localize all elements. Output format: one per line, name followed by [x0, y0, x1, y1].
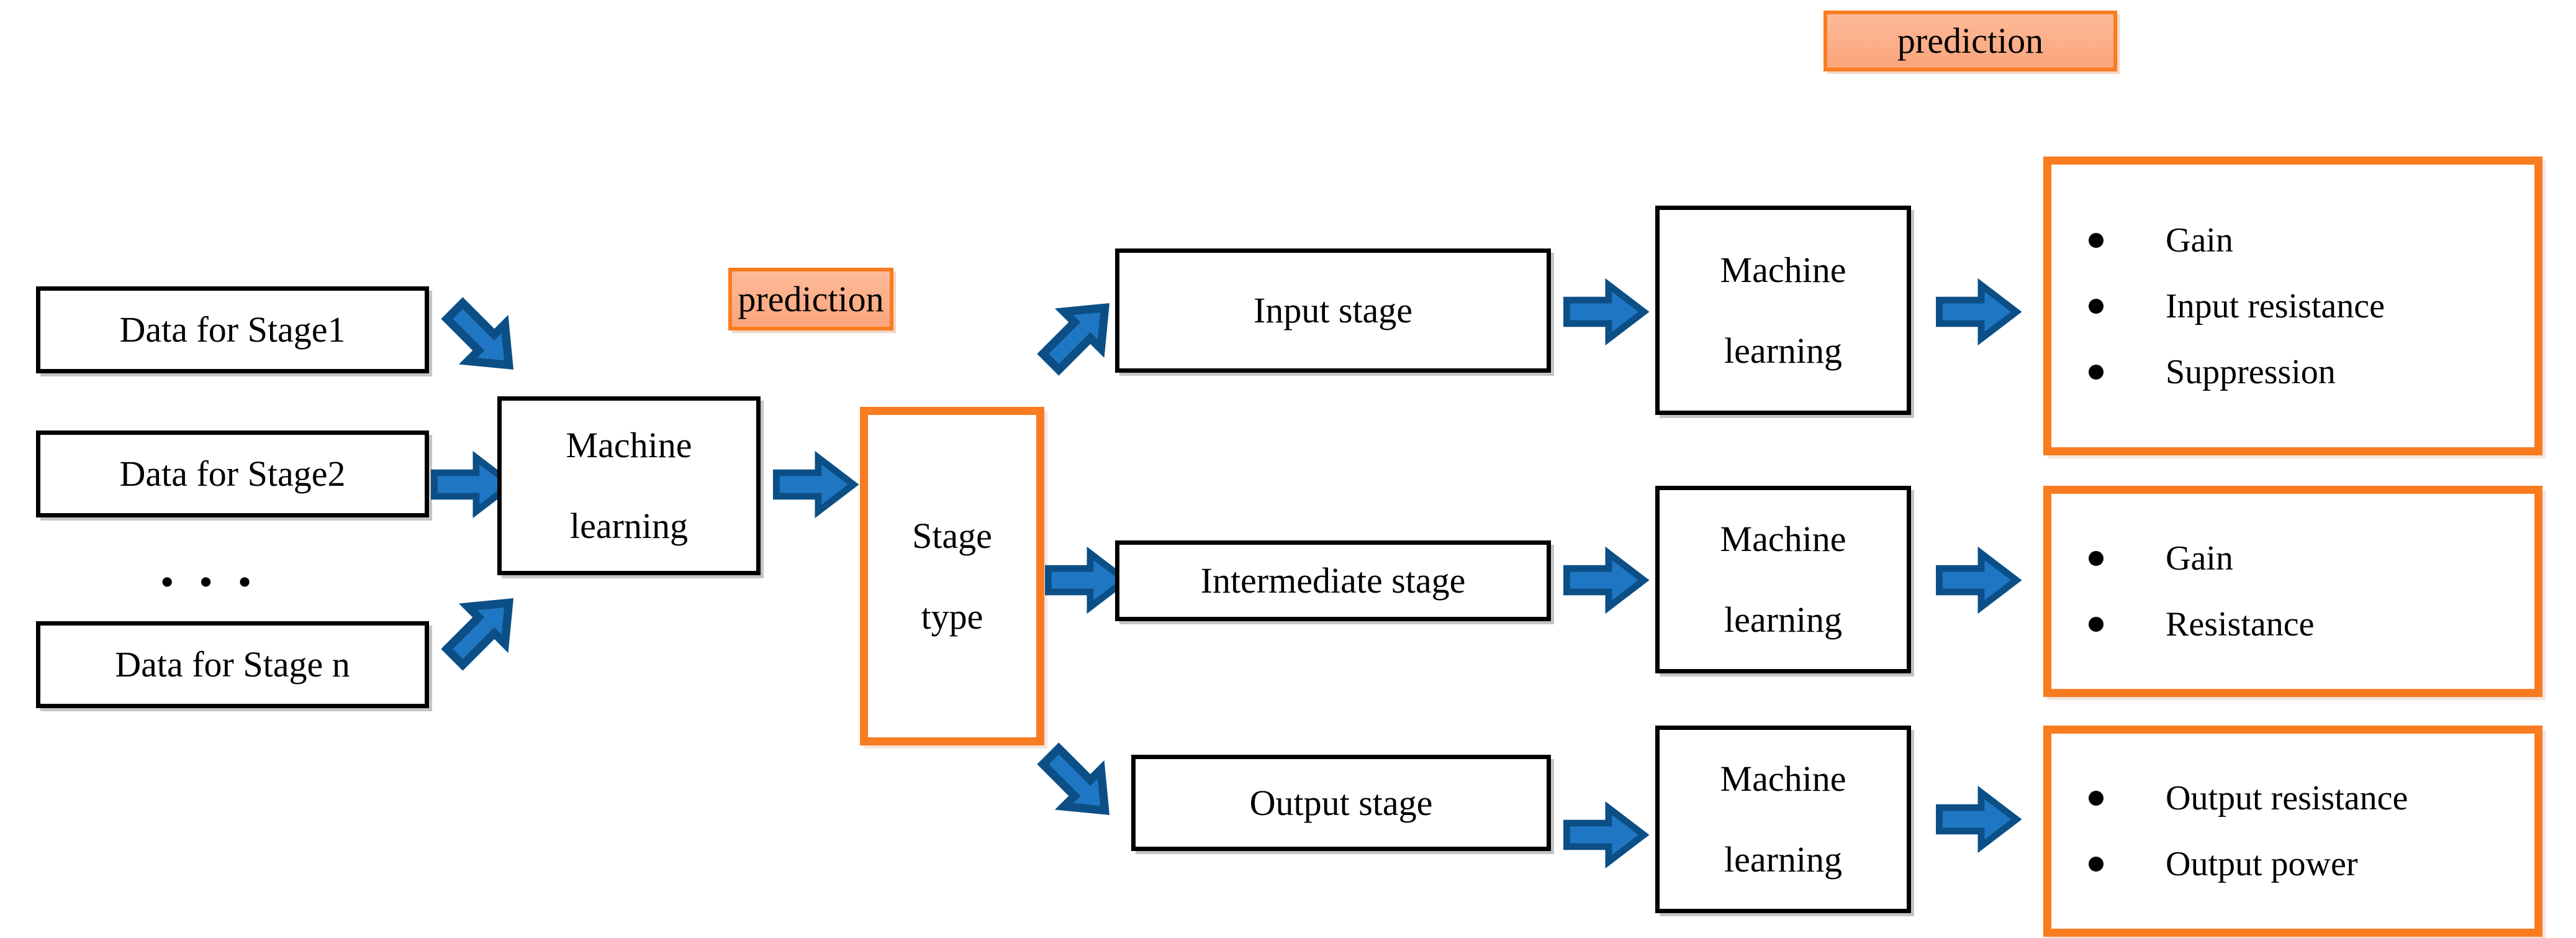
bullet-dot-icon — [2089, 364, 2104, 380]
bullet-dot-icon — [2089, 857, 2104, 872]
machine-learning-box-2: Machine learning — [1655, 486, 1911, 673]
list-item: Suppression — [2089, 355, 2534, 389]
machine-learning-box-1-line1: Machine — [1720, 249, 1846, 290]
prediction-callout-right: prediction — [1824, 11, 2117, 71]
arrow-ml2-to-output2-icon — [1936, 546, 2022, 614]
stage-box-input-label: Input stage — [1253, 290, 1413, 331]
output-item-label: Resistance — [2166, 605, 2315, 644]
arrow-stagetype-to-input-stage-icon — [1037, 303, 1110, 376]
stage-box-intermediate-label: Intermediate stage — [1200, 560, 1466, 601]
output-item-label: Suppression — [2166, 352, 2336, 391]
output-item-label: Input resistance — [2166, 286, 2385, 326]
machine-learning-box-main: Machine learning — [497, 396, 761, 575]
list-item: Output power — [2089, 847, 2534, 881]
stage-box-intermediate: Intermediate stage — [1115, 540, 1551, 621]
arrow-ml3-to-output3-icon — [1936, 785, 2022, 854]
bullet-dot-icon — [2089, 551, 2104, 566]
arrow-stage1-to-ml-icon — [441, 297, 514, 370]
machine-learning-box-3-line2: learning — [1724, 839, 1843, 880]
ellipsis-more-stages: • • • — [160, 560, 260, 604]
data-box-stagen-label: Data for Stage n — [115, 644, 350, 685]
machine-learning-box-1: Machine learning — [1655, 206, 1911, 415]
stage-type-box-line2: type — [921, 596, 983, 637]
arrow-stagetype-to-intermediate-stage-icon — [1045, 546, 1131, 614]
arrow-stage2-to-ml-icon — [431, 450, 517, 519]
bullet-dot-icon — [2089, 617, 2104, 632]
arrow-stagetype-to-output-stage-icon — [1037, 742, 1110, 816]
stage-type-box-line1: Stage — [912, 515, 992, 556]
machine-learning-box-3-line1: Machine — [1720, 758, 1846, 799]
machine-learning-box-main-line2: learning — [569, 506, 689, 546]
data-box-stage1: Data for Stage1 — [36, 286, 429, 373]
stage-type-box: Stage type — [860, 407, 1044, 745]
list-item: Output resistance — [2089, 781, 2534, 816]
arrow-stagen-to-ml-icon — [441, 598, 514, 671]
output-box-output-stage: Output resistance Output power — [2043, 726, 2542, 937]
list-item: Gain — [2089, 223, 2534, 258]
list-item: Input resistance — [2089, 289, 2534, 324]
output-item-label: Output resistance — [2166, 779, 2408, 817]
stage-box-output: Output stage — [1131, 755, 1551, 851]
stage-box-output-label: Output stage — [1249, 782, 1433, 823]
data-box-stagen: Data for Stage n — [36, 621, 429, 708]
arrow-input-stage-to-ml-icon — [1563, 278, 1650, 346]
arrow-output-stage-to-ml-icon — [1563, 801, 1650, 869]
arrow-intermediate-stage-to-ml-icon — [1563, 546, 1650, 614]
prediction-callout-left-label: prediction — [738, 278, 884, 319]
stage-box-input: Input stage — [1115, 248, 1551, 373]
arrow-ml1-to-output1-icon — [1936, 278, 2022, 346]
output-item-label: Output power — [2166, 845, 2358, 883]
machine-learning-box-2-line1: Machine — [1720, 519, 1846, 560]
data-box-stage2-label: Data for Stage2 — [119, 453, 346, 494]
machine-learning-box-3: Machine learning — [1655, 726, 1911, 913]
machine-learning-box-1-line2: learning — [1724, 330, 1843, 371]
output-item-label: Gain — [2166, 539, 2233, 578]
prediction-callout-left: prediction — [728, 268, 893, 330]
list-item: Gain — [2089, 541, 2534, 576]
output-item-label: Gain — [2166, 221, 2233, 260]
bullet-dot-icon — [2089, 298, 2104, 314]
machine-learning-box-2-line2: learning — [1724, 599, 1843, 640]
machine-learning-box-main-line1: Machine — [566, 425, 692, 466]
data-box-stage1-label: Data for Stage1 — [119, 309, 346, 350]
list-item: Resistance — [2089, 607, 2534, 642]
data-box-stage2: Data for Stage2 — [36, 430, 429, 517]
output-box-intermediate-stage: Gain Resistance — [2043, 486, 2542, 697]
bullet-dot-icon — [2089, 791, 2104, 806]
prediction-callout-right-label: prediction — [1897, 20, 2044, 61]
arrow-ml-to-stagetype-icon — [773, 450, 859, 519]
bullet-dot-icon — [2089, 232, 2104, 248]
output-box-input-stage: Gain Input resistance Suppression — [2043, 157, 2542, 455]
